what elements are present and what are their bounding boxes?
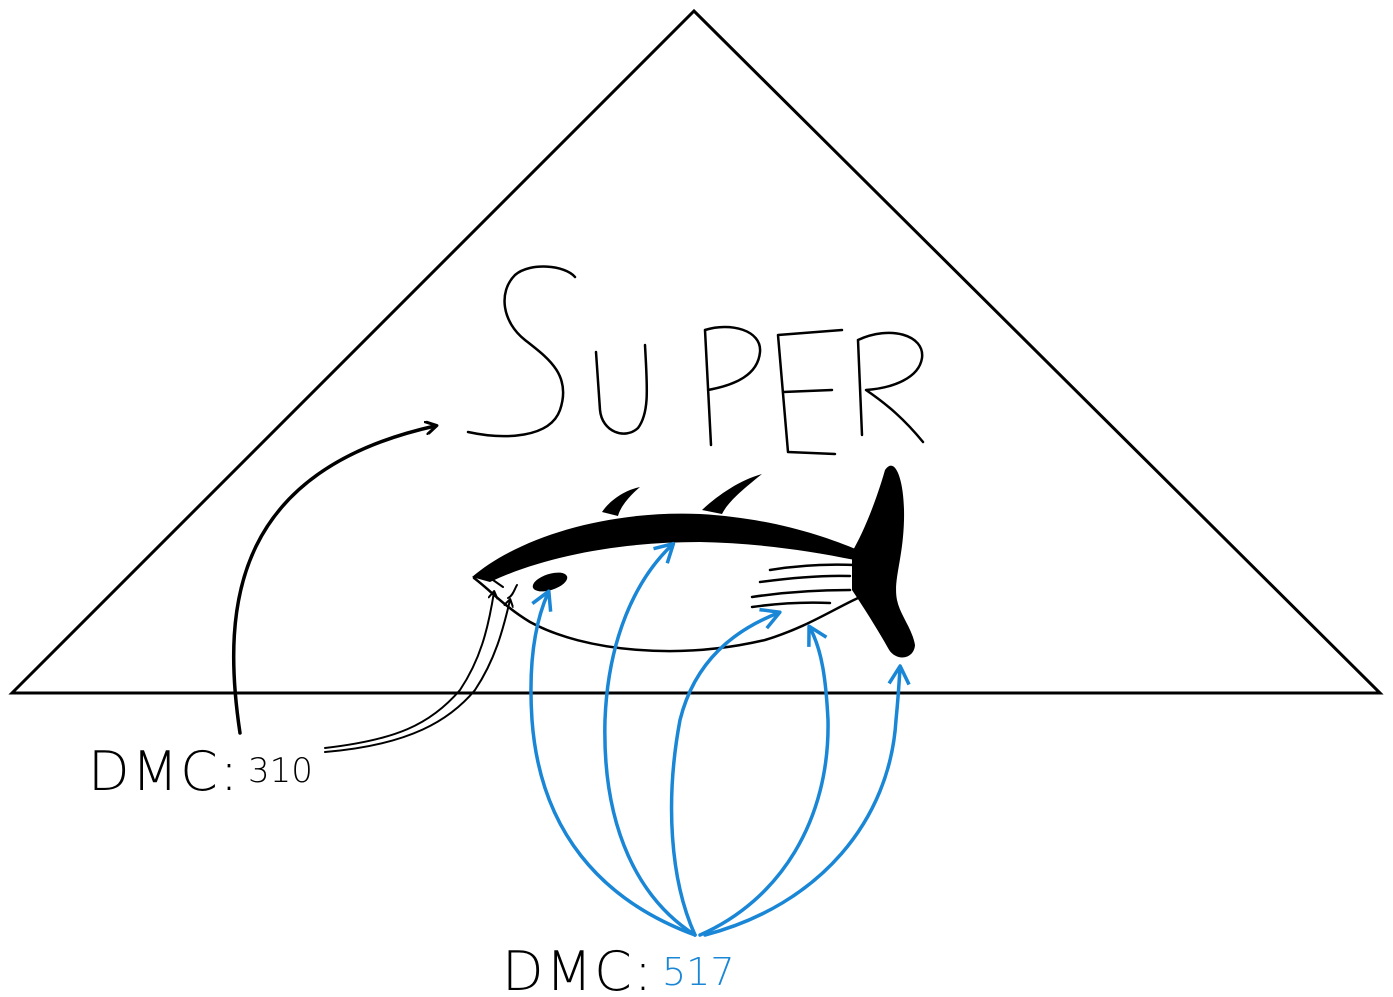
- secondary-thread-arrows: [529, 541, 911, 937]
- tail-fin: [852, 465, 915, 658]
- arrow-icon: [231, 426, 435, 735]
- fish-mouth: [492, 579, 518, 599]
- label-secondary-prefix: DMC:: [502, 940, 654, 997]
- primary-thread-arrows: [231, 426, 510, 753]
- label-primary-prefix: DMC:: [88, 740, 240, 803]
- label-primary-thread: DMC: 310: [88, 740, 313, 803]
- letter-p: [703, 325, 762, 447]
- letter-s: [466, 265, 577, 438]
- dorsal-band: [472, 513, 858, 582]
- arrow-icon: [603, 541, 697, 937]
- arrow-icon: [324, 600, 510, 753]
- dorsal-fin-1: [602, 487, 640, 516]
- arrow-icon: [698, 624, 830, 937]
- dorsal-fin-2: [702, 474, 762, 514]
- super-lettering: [466, 265, 925, 456]
- arrow-icon: [324, 592, 494, 749]
- arrow-icon: [669, 607, 782, 937]
- arrow-icon: [703, 664, 911, 937]
- fish-eye: [532, 572, 568, 592]
- label-secondary-thread: DMC: 517: [502, 940, 735, 997]
- arrow-icon: [529, 589, 697, 937]
- triangle-outline: [8, 8, 1384, 695]
- tuna-fish-drawing: [472, 465, 915, 658]
- letter-r: [856, 331, 925, 444]
- belly-outline: [472, 576, 860, 653]
- label-secondary-code: 517: [662, 950, 735, 994]
- side-stripes: [750, 563, 857, 609]
- letter-u: [594, 343, 649, 435]
- label-primary-code: 310: [248, 751, 313, 791]
- letter-e: [776, 328, 844, 456]
